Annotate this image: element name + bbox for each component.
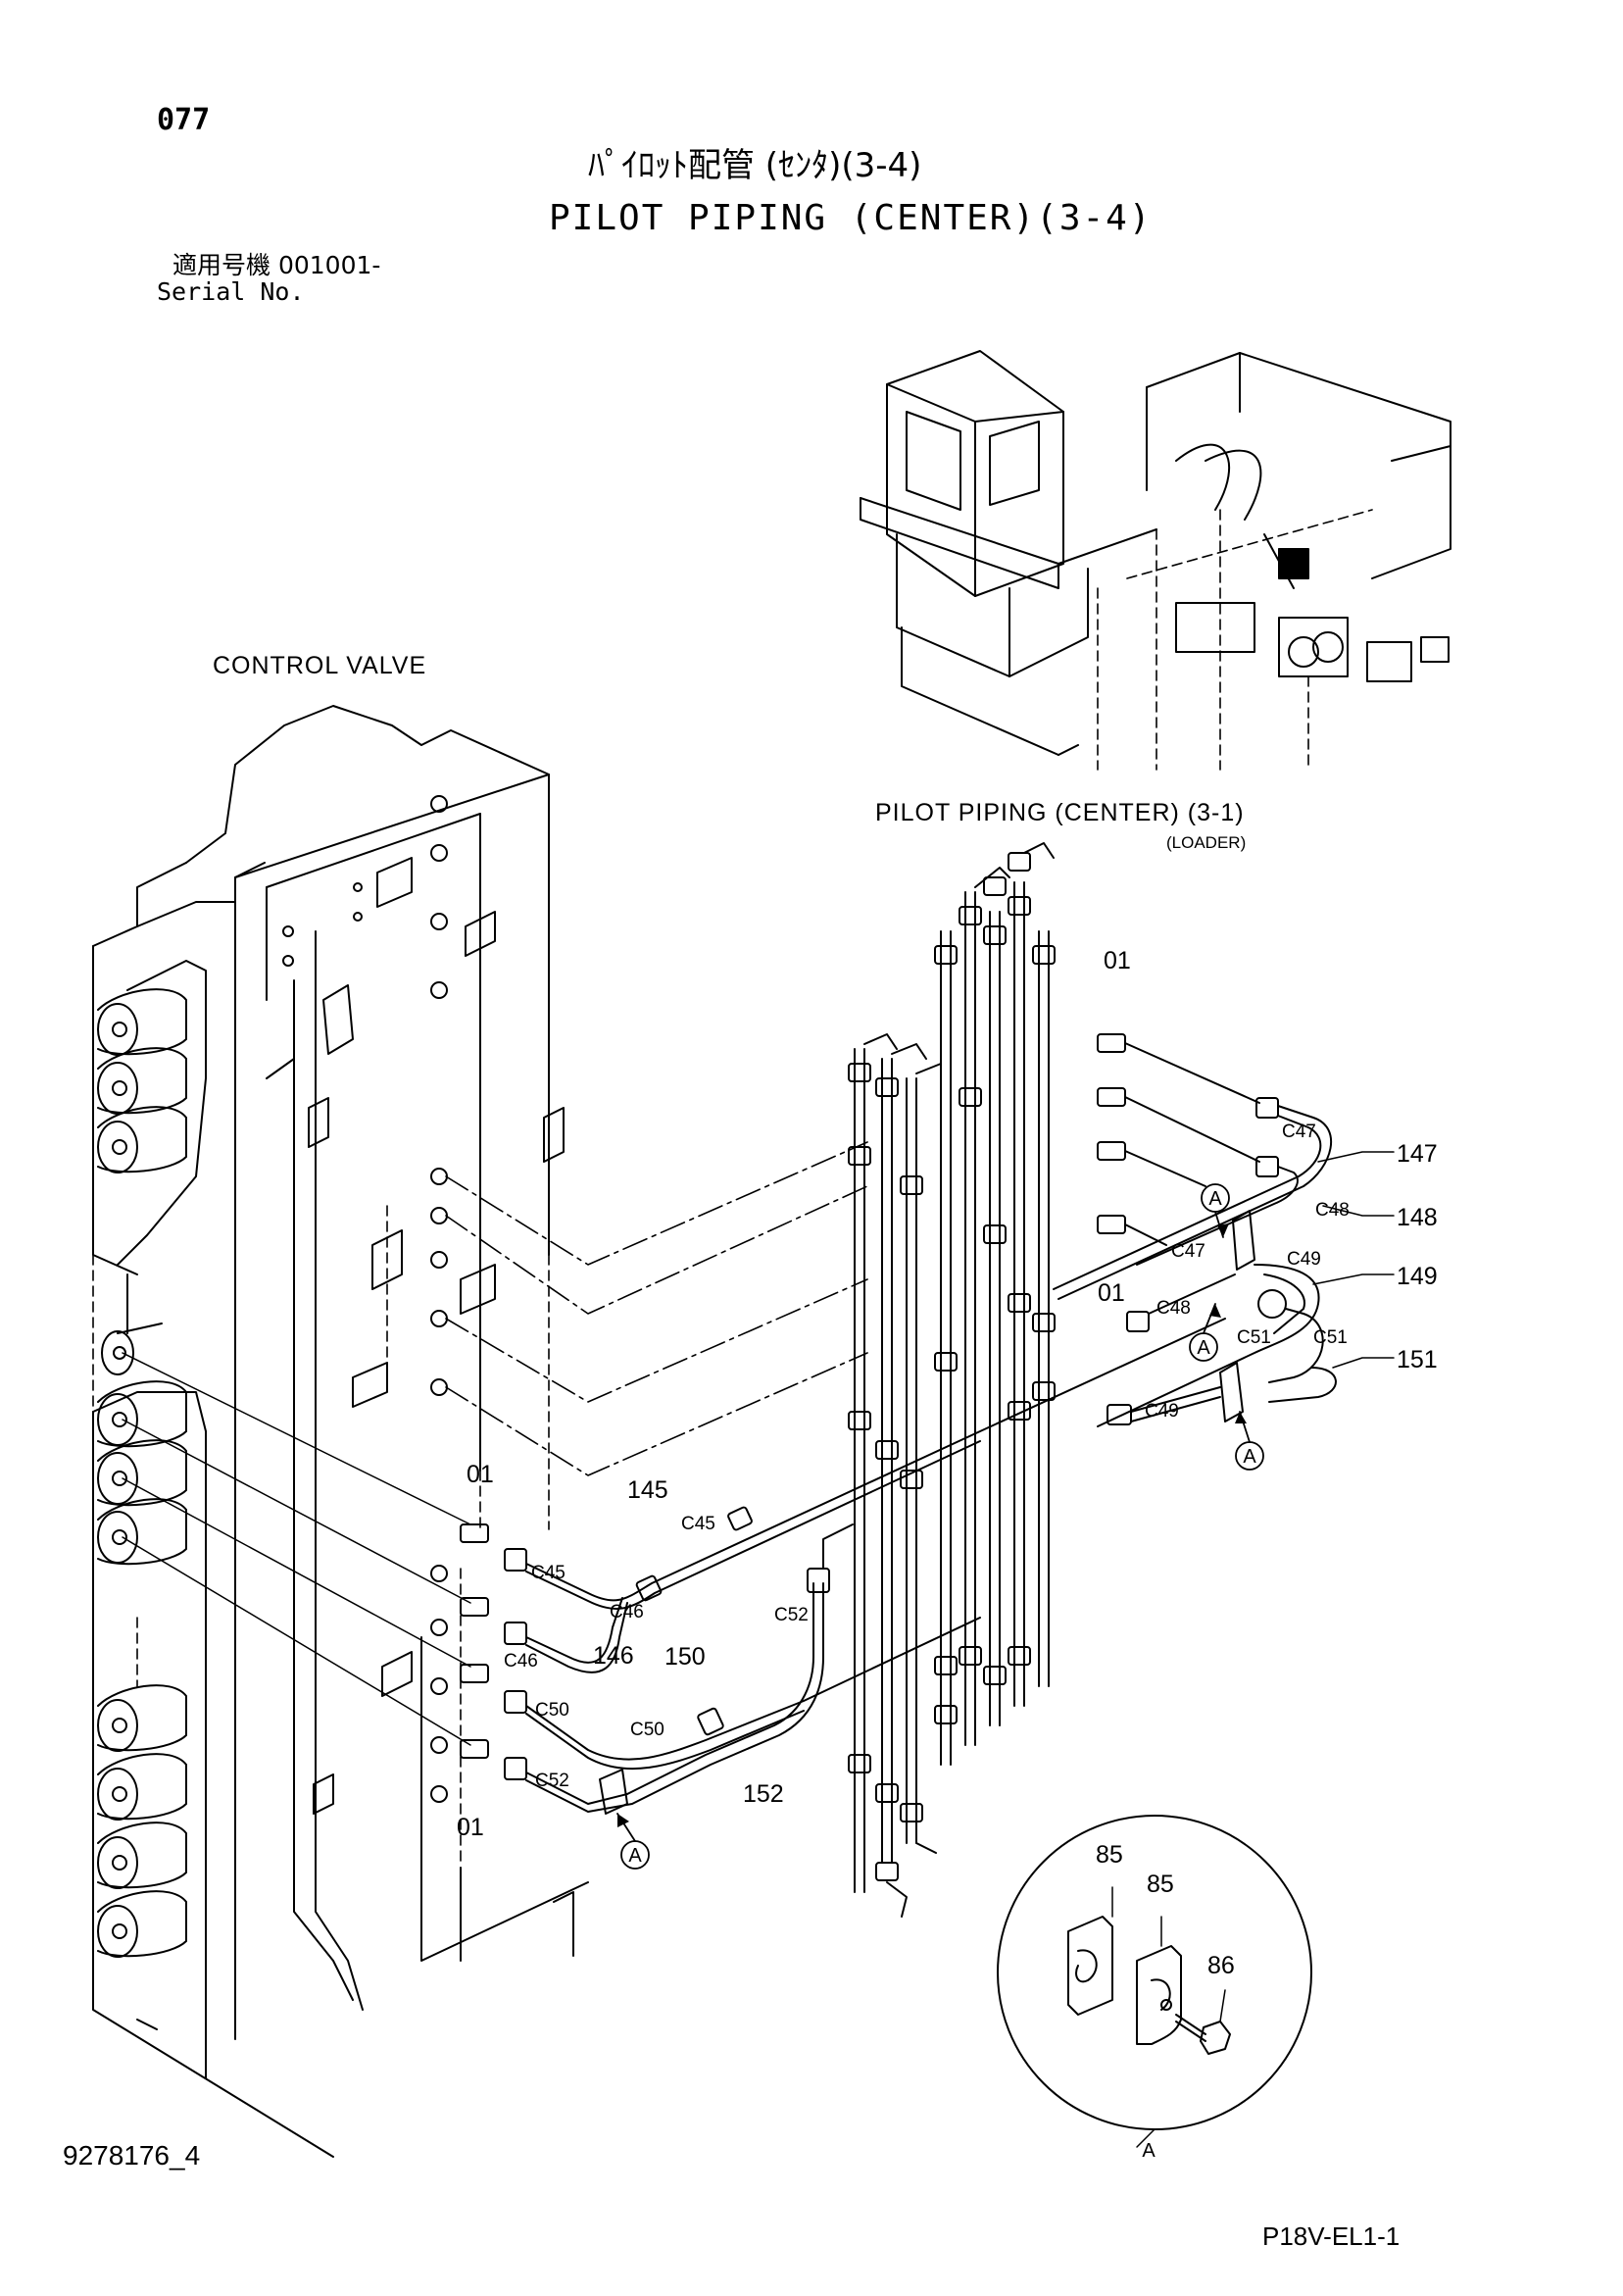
callout-149: 149	[1397, 1263, 1438, 1290]
callout-146: 146	[593, 1642, 634, 1670]
part-callouts: 01 01 01 01 145 146 147 148 149 150 151 …	[457, 947, 1438, 1979]
title-japanese: ﾊﾟｲﾛｯﾄ配管 (ｾﾝﾀ)(3-4)	[588, 146, 922, 185]
detail-a-letters: A A A A A	[628, 1188, 1256, 2162]
callout-01-bottom: 01	[457, 1814, 484, 1841]
reference-loader-label: (LOADER)	[1166, 833, 1247, 852]
conn-c46-left: C46	[504, 1651, 538, 1672]
conn-c46-mid: C46	[610, 1602, 644, 1622]
drawing-number: 9278176_4	[63, 2140, 201, 2171]
callout-01-left: 01	[467, 1461, 494, 1488]
conn-c45-mid: C45	[681, 1514, 715, 1534]
serial-label-english: Serial No.	[157, 277, 305, 306]
detail-a-letter-1: A	[1208, 1188, 1222, 1210]
conn-c47-mid: C47	[1171, 1241, 1205, 1262]
callout-85-right: 85	[1147, 1871, 1174, 1898]
page-number: 077	[157, 103, 211, 137]
title-english: PILOT PIPING (CENTER)(3-4)	[549, 198, 1153, 238]
callout-148: 148	[1397, 1204, 1438, 1231]
spool-caps-middle	[97, 1330, 187, 1566]
overview-hidden-lines	[1097, 509, 1373, 771]
machine-overview-drawing	[860, 350, 1451, 756]
conn-c49-top: C49	[1287, 1249, 1321, 1270]
callout-151: 151	[1397, 1346, 1438, 1373]
detail-a-letter-3: A	[1243, 1446, 1256, 1468]
valve-brackets	[308, 857, 565, 1815]
valve-hidden-lines	[92, 1205, 550, 1864]
conn-c45-left: C45	[531, 1563, 566, 1583]
callout-01-top: 01	[1104, 947, 1131, 974]
conn-c51-right: C51	[1313, 1327, 1348, 1348]
control-valve-label: CONTROL VALVE	[213, 652, 427, 679]
callout-147: 147	[1397, 1140, 1438, 1168]
connector-callouts: C47 C48 C47 C49 C48 C51 C51 C49 C45 C45 …	[504, 1122, 1350, 1791]
callout-150: 150	[664, 1643, 706, 1671]
callout-145: 145	[627, 1476, 668, 1504]
routing-centerlines	[445, 1141, 868, 1476]
callout-152: 152	[743, 1780, 784, 1808]
callout-01-right: 01	[1098, 1279, 1125, 1307]
conn-c49-bottom: C49	[1145, 1401, 1179, 1422]
detail-a-letter-2: A	[1197, 1337, 1210, 1359]
callout-85-left: 85	[1096, 1841, 1123, 1869]
valve-ports	[282, 795, 448, 1803]
spool-caps-upper	[97, 988, 187, 1173]
pilot-piping-bundle	[848, 842, 1056, 1918]
bundle-fittings	[848, 852, 1056, 1881]
conn-c48-top: C48	[1315, 1200, 1350, 1221]
serial-label-japanese: 適用号機 001001-	[172, 251, 381, 279]
callout-86: 86	[1207, 1952, 1235, 1979]
conn-c52-left: C52	[535, 1771, 569, 1791]
conn-c50-mid: C50	[630, 1720, 664, 1740]
control-valve-drawing	[92, 705, 589, 2158]
conn-c51-left: C51	[1237, 1327, 1271, 1348]
conn-c47-top: C47	[1282, 1122, 1316, 1142]
reference-pilot-piping-label: PILOT PIPING (CENTER) (3-1)	[875, 799, 1245, 826]
conn-c50-left: C50	[535, 1700, 569, 1721]
detail-a-view-label: A	[1142, 2140, 1156, 2162]
detail-a-letter-4: A	[628, 1845, 642, 1867]
spool-caps-lower	[97, 1684, 187, 1958]
conn-c52-top: C52	[774, 1605, 809, 1625]
conn-c48-mid: C48	[1156, 1298, 1191, 1319]
detail-a-drawing	[997, 1815, 1312, 2148]
detail-a-arrowheads	[617, 1223, 1247, 1827]
right-side-hoses	[1053, 1033, 1395, 1427]
left-lower-hoses	[122, 1318, 1226, 1815]
sheet-code: P18V-EL1-1	[1262, 2221, 1401, 2251]
